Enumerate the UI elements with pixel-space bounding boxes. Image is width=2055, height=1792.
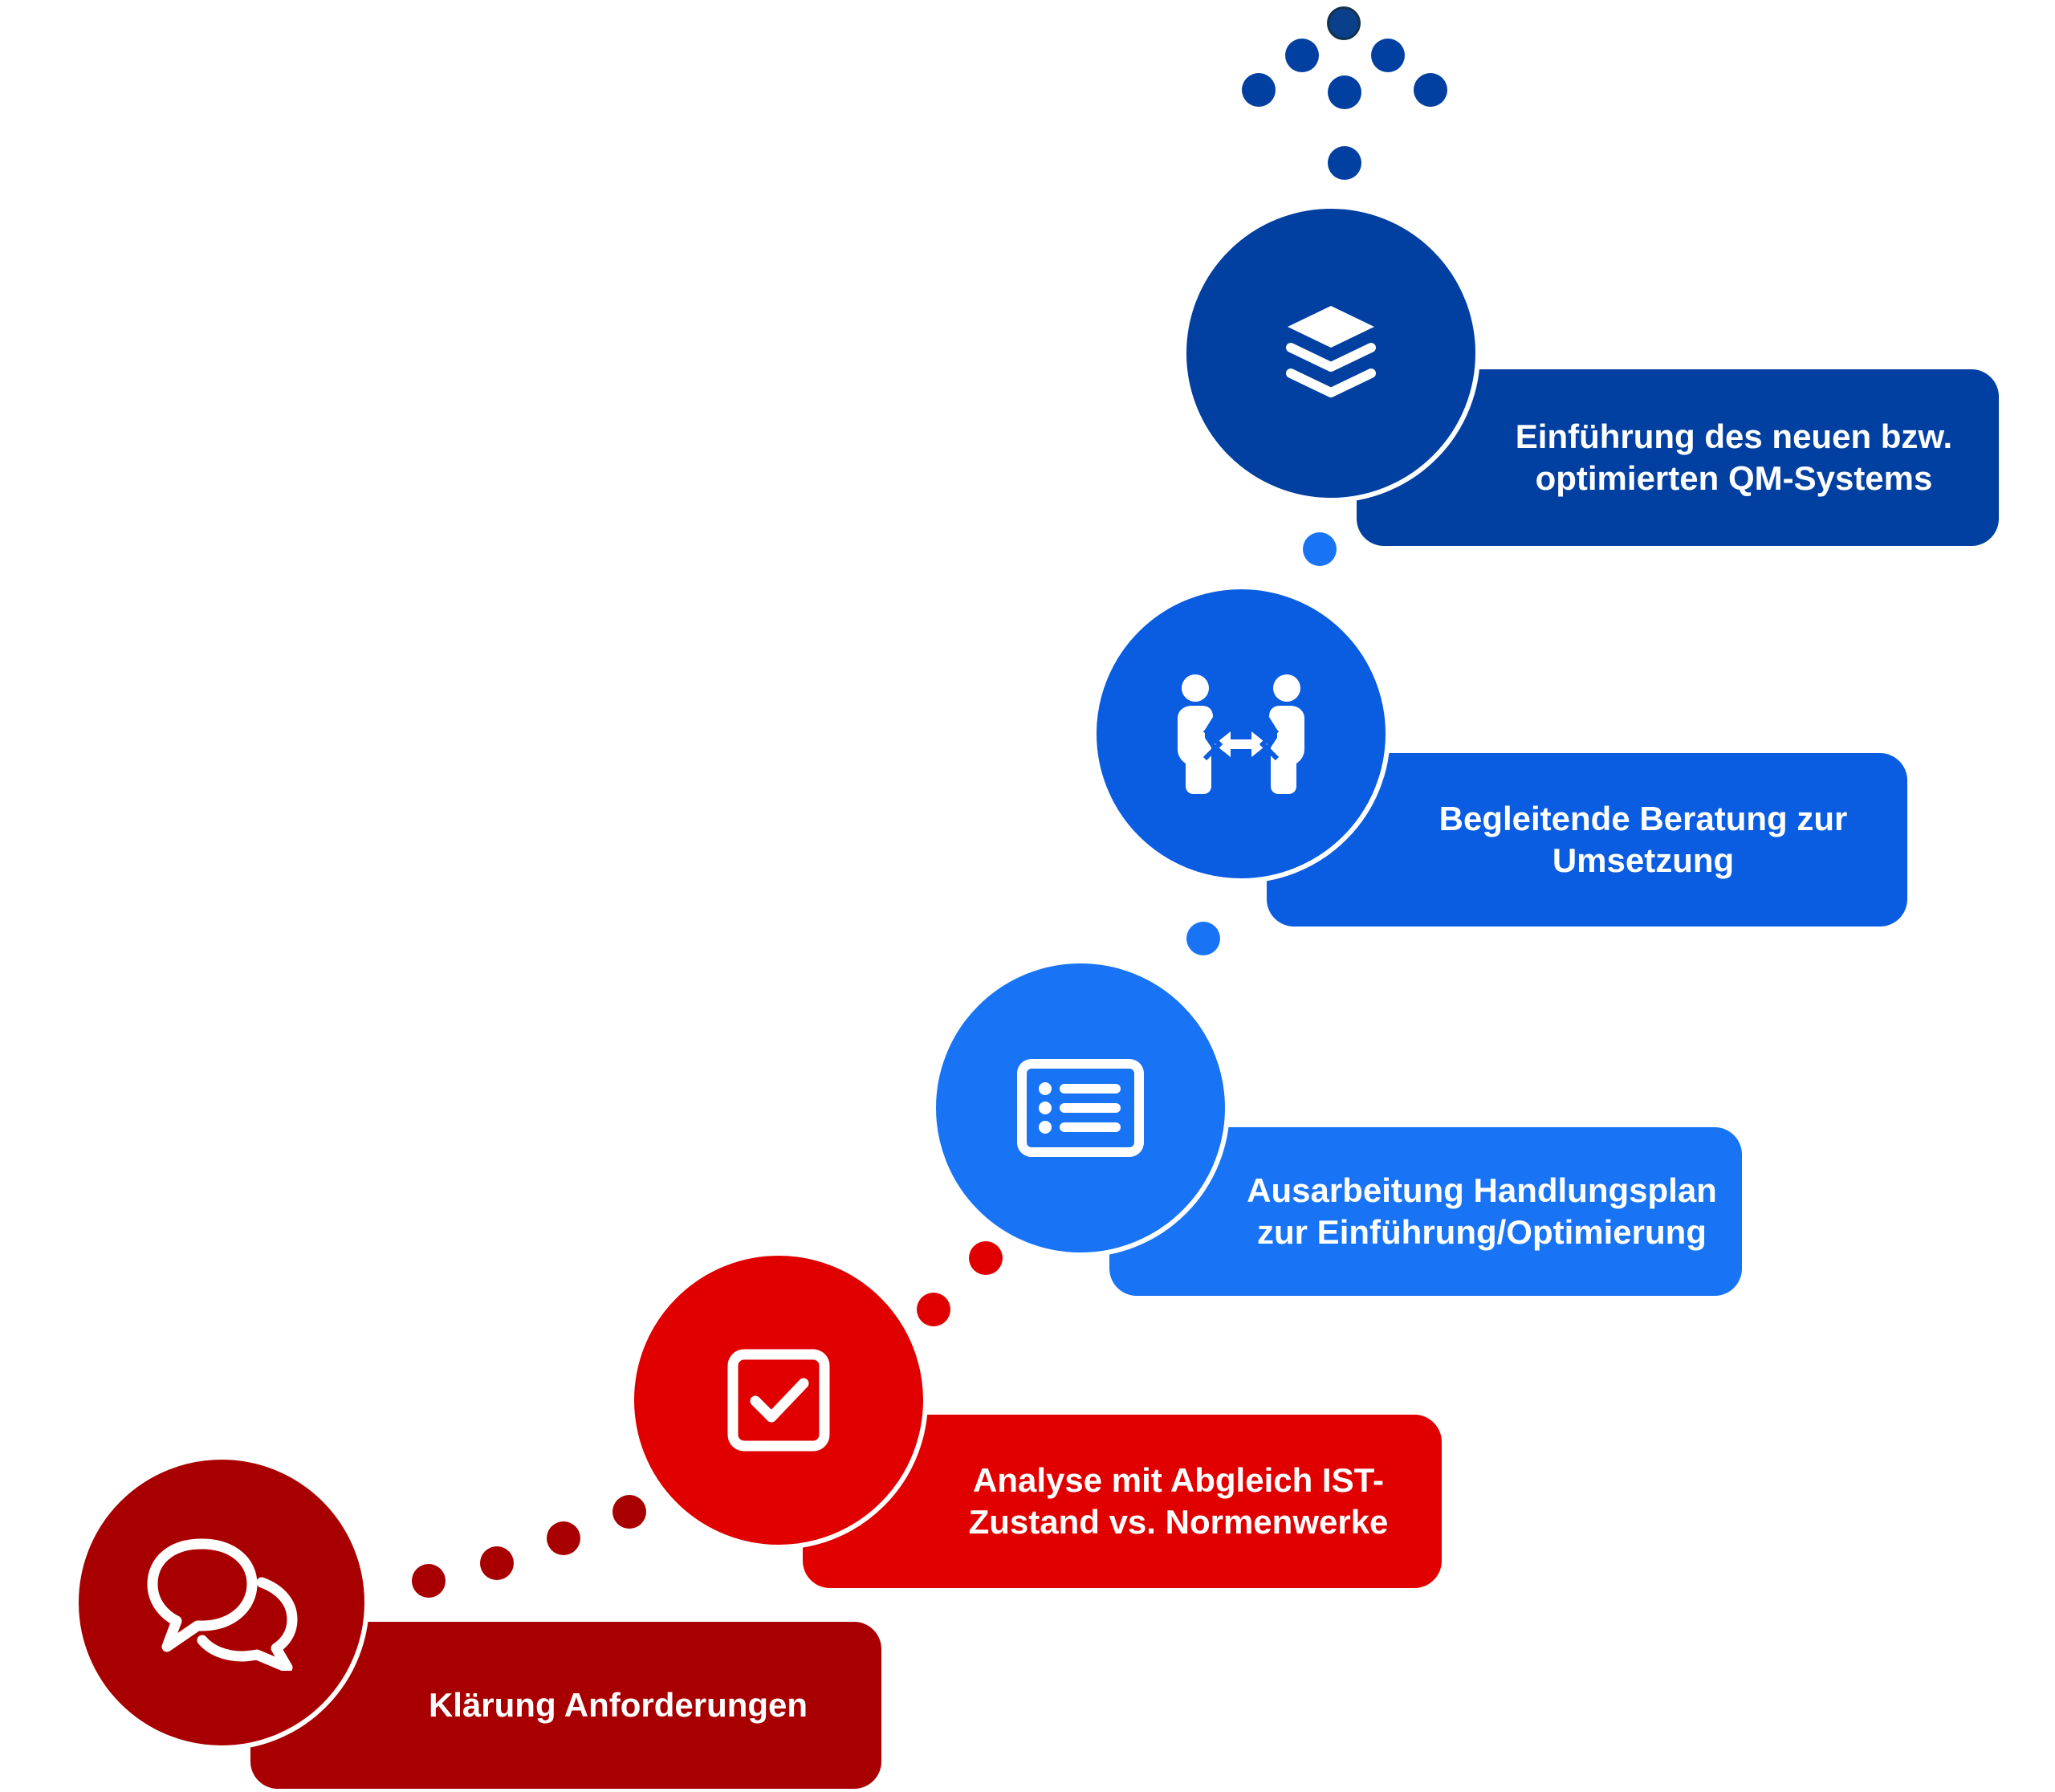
connector-dot [480,1546,514,1580]
list-icon [1016,1058,1145,1158]
chat-bubbles-icon [141,1534,302,1671]
connector-dot [1303,532,1337,566]
connector-dot [917,1293,950,1326]
step-4-circle [1092,584,1390,883]
connector-dot [612,1495,646,1529]
step-5-label: Einführung des neuen bzw. optimierten QM… [1515,417,1953,497]
step-3-circle [931,959,1230,1257]
connector-dot [1186,922,1220,955]
cluster-dot [1285,39,1319,72]
step-2-circle [629,1251,928,1550]
cluster-dot [1328,146,1361,180]
consulting-icon [1173,674,1309,794]
cluster-dot [1327,6,1361,40]
step-1-label: Klärung Anforderungen [428,1686,808,1724]
cluster-dot [1328,75,1361,109]
connector-dot [547,1521,580,1555]
checkbox-icon [726,1348,831,1452]
cluster-dot [1414,73,1447,107]
layers-icon [1283,301,1379,405]
step-3-label: Ausarbeitung Handlungsplan zur Einführun… [1247,1171,1717,1251]
step-2-label-box: Analyse mit Abgleich IST- Zustand vs. No… [803,1415,1442,1588]
step-2-label: Analyse mit Abgleich IST- Zustand vs. No… [968,1461,1389,1541]
step-1-circle [74,1455,369,1750]
step-5-circle [1182,204,1480,503]
cluster-dot [1371,39,1405,72]
connector-dot [969,1241,1003,1275]
step-4-label: Begleitende Beratung zur Umsetzung [1438,800,1848,879]
connector-dot [412,1564,446,1598]
cluster-dot [1242,73,1276,107]
